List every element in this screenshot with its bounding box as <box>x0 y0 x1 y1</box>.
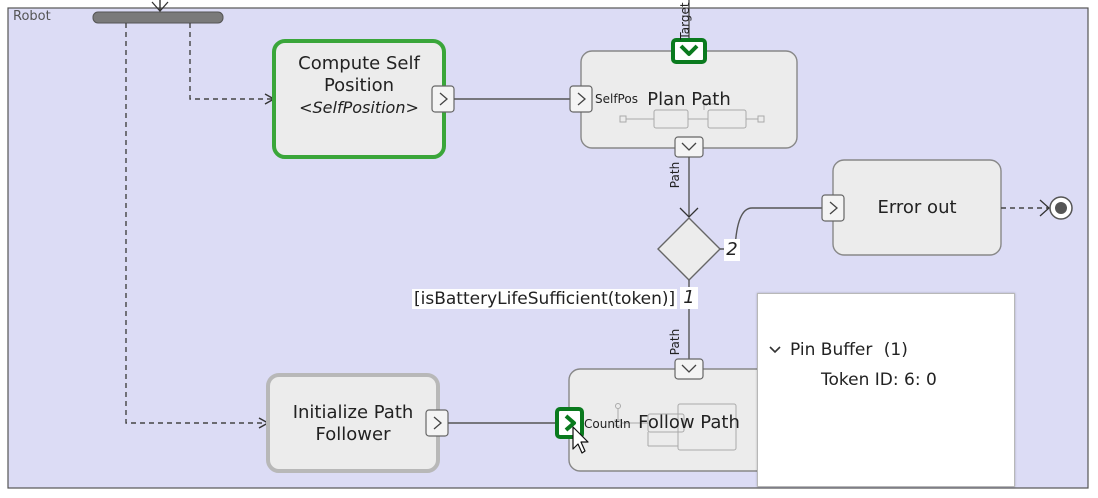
token-entry[interactable]: Token ID: 6: 0 <box>821 370 937 390</box>
plan-path-output-label: Path <box>668 161 682 189</box>
chevron-down-icon[interactable] <box>768 344 782 356</box>
init-follower-line2: Follower <box>315 424 391 445</box>
follow-path-input-label: Path <box>668 328 682 356</box>
error-out-title: Error out <box>877 197 957 218</box>
initialize-path-follower-title: Initialize Path Follower <box>272 402 434 446</box>
partition-label: Robot <box>13 9 51 24</box>
pin-buffer-title: Pin Buffer <box>790 340 873 360</box>
compute-self-line1: Compute Self <box>298 53 420 74</box>
final-arrowhead <box>1039 199 1050 217</box>
init-follower-line1: Initialize Path <box>292 402 414 423</box>
chevron-down-icon <box>681 142 697 151</box>
fork-incoming-arrowhead <box>151 1 169 12</box>
decision-arrowhead <box>679 207 699 218</box>
plan-path-target-pin[interactable] <box>671 38 707 64</box>
mouse-cursor-icon <box>572 426 589 454</box>
pin-buffer-count: (1) <box>883 340 908 360</box>
branch-2-label: 2 <box>724 239 740 261</box>
flow-fork-to-init-follower[interactable] <box>125 23 270 429</box>
follow-path-title: Follow Path <box>638 412 740 433</box>
call-behavior-icon <box>614 403 737 451</box>
compute-self-position-title: Compute Self Position <SelfPosition> <box>278 53 440 119</box>
plan-path-title: Plan Path <box>647 89 731 110</box>
compute-self-line2: Position <box>323 75 395 96</box>
pin-buffer-header[interactable]: Pin Buffer (1) <box>768 340 908 360</box>
follow-path-input-pin[interactable] <box>674 358 704 380</box>
chevron-right-icon <box>439 92 448 106</box>
guard-label: [isBatteryLifeSufficient(token)] <box>412 289 678 309</box>
flow-fork-to-compute-self[interactable] <box>189 23 276 105</box>
activity-final-core <box>1055 202 1067 214</box>
plan-path-target-label: Target <box>678 2 692 40</box>
error-out-input-pin[interactable] <box>821 194 845 222</box>
pin-buffer-popup: Pin Buffer (1) Token ID: 6: 0 <box>757 293 1015 487</box>
call-behavior-icon <box>619 103 765 129</box>
chevron-right-icon <box>433 416 442 430</box>
branch-1-label: 1 <box>680 287 698 309</box>
chevron-right-icon <box>829 201 838 215</box>
chevron-down-icon <box>681 364 697 373</box>
plan-path-selfpos-label: SelfPos <box>595 92 638 106</box>
plan-path-selfpos-pin[interactable] <box>569 85 593 113</box>
chevron-right-icon <box>564 414 576 432</box>
chevron-down-icon <box>679 44 699 56</box>
chevron-right-icon <box>577 92 586 106</box>
follow-path-countin-label: CountIn <box>584 417 631 431</box>
fork-bar[interactable] <box>92 11 224 24</box>
compute-self-type: <SelfPosition> <box>299 98 419 117</box>
plan-path-output-pin[interactable] <box>674 136 704 158</box>
